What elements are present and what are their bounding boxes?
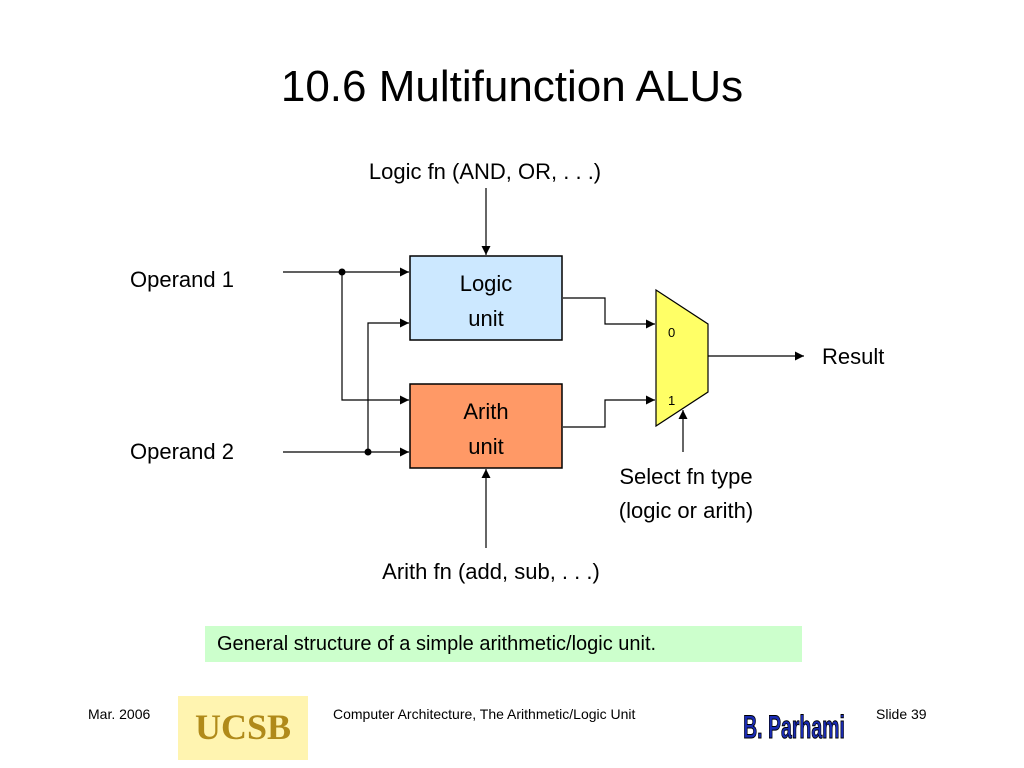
footer-date: Mar. 2006: [88, 706, 151, 722]
arith-output-wire: [563, 395, 655, 428]
caption-box: General structure of a simple arithmetic…: [205, 626, 802, 662]
operand1-branch-wire: [341, 272, 409, 405]
result-label: Result: [822, 344, 884, 369]
arith-unit-label-line1: Arith: [463, 399, 508, 424]
operand1-label: Operand 1: [130, 267, 234, 292]
svg-text:UCSB: UCSB: [195, 707, 291, 747]
select-label-line1: Select fn type: [619, 464, 752, 489]
ucsb-logo: UCSB: [178, 696, 308, 760]
mux-input0-label: 0: [668, 325, 675, 340]
logic-output-wire: [563, 297, 655, 329]
multiplexer: [655, 288, 709, 428]
arith-unit-box: [409, 383, 563, 469]
mux-input1-label: 1: [668, 393, 675, 408]
footer-slide-number: Slide 39: [876, 706, 927, 722]
operand2-label: Operand 2: [130, 439, 234, 464]
arith-unit-label-line2: unit: [468, 434, 503, 459]
logic-unit-label-line1: Logic: [460, 271, 513, 296]
operand2-branch-wire: [367, 318, 409, 452]
slide-title: 10.6 Multifunction ALUs: [280, 62, 744, 111]
logic-unit-label-line2: unit: [468, 306, 503, 331]
logic-unit-box: [409, 255, 563, 341]
select-label-line2: (logic or arith): [619, 498, 753, 523]
logic-fn-label: Logic fn (AND, OR, . . .): [369, 159, 601, 184]
footer-course: Computer Architecture, The Arithmetic/Lo…: [333, 706, 636, 722]
svg-text:B. Parhami: B. Parhami: [743, 709, 845, 745]
arith-fn-label: Arith fn (add, sub, . . .): [382, 559, 600, 584]
author-logo: B. Parhami: [743, 709, 846, 746]
